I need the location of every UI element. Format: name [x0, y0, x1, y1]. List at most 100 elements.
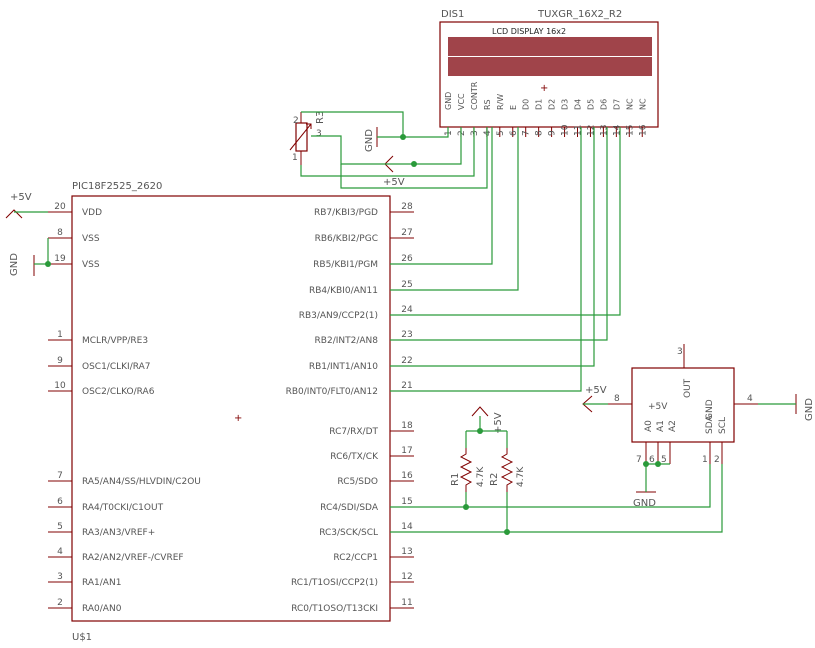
- gnd-label-sensor: GND: [804, 398, 815, 421]
- mcu-pin-number: 15: [401, 497, 412, 507]
- net-contrast: [300, 127, 475, 177]
- mcu-pin-label: RC2/CCP1: [333, 553, 378, 563]
- mcu-pin-number: 8: [57, 228, 63, 238]
- lcd-pin-label: VCC: [457, 93, 466, 110]
- mcu-pin-label: RA5/AN4/SS/HLVDIN/C2OU: [82, 477, 201, 487]
- sensor-pin2-num: 2: [714, 455, 720, 465]
- mcu-pin-number: 14: [401, 522, 413, 532]
- lcd-pin-number: 16: [638, 124, 648, 136]
- mcu-pin-label: RA2/AN2/VREF-/CVREF: [82, 553, 184, 563]
- mcu-pin-number: 1: [57, 330, 63, 340]
- mcu-pin-label: RB6/KBI2/PGC: [315, 234, 378, 244]
- lcd-origin-cross: +: [540, 83, 548, 94]
- r1-value: 4.7K: [476, 466, 486, 487]
- lcd-pin-number: 2: [457, 130, 467, 136]
- lcd-pin-label: R/W: [496, 94, 505, 110]
- mcu-pin-label: RC4/SDI/SDA: [320, 503, 379, 513]
- mcu-pin-label: VSS: [82, 260, 100, 270]
- sensor-pin6-num: 6: [649, 455, 655, 465]
- mcu-left-pins: 20VDD8VSS19VSS1MCLR/VPP/RE39OSC1/CLKI/RA…: [48, 202, 201, 614]
- sensor-pin8-num: 8: [614, 394, 620, 404]
- sensor-a0-label: A0: [644, 420, 654, 432]
- lcd-pin-number: 9: [548, 130, 558, 136]
- lcd-title: LCD DISPLAY 16x2: [492, 27, 566, 36]
- lcd-pin-label: NC: [638, 98, 647, 110]
- potentiometer-r3: R3 2 3 1: [289, 111, 326, 165]
- gnd-label-mcu: GND: [9, 253, 20, 276]
- mcu-right-pins: 28RB7/KBI3/PGD27RB6/KBI2/PGC26RB5/KBI1/P…: [286, 202, 414, 614]
- lcd-pin-number: 6: [509, 130, 519, 136]
- mcu-pin-label: RB2/INT2/AN8: [315, 336, 379, 346]
- lcd-pin-label: NC: [625, 98, 634, 110]
- net-lcd-vcc: [385, 127, 462, 165]
- lcd-pin-number: 8: [535, 130, 545, 136]
- mcu-pin-label: RB5/KBI1/PGM: [313, 260, 378, 270]
- sensor-gnd-label: GND: [705, 399, 715, 420]
- net-lcd-gnd: [377, 127, 449, 138]
- vcc-label-mcu: +5V: [10, 192, 32, 203]
- sensor-pin1-num: 1: [702, 455, 708, 465]
- mcu-ref: U$1: [72, 632, 92, 643]
- pot-arrow-head: [306, 123, 312, 129]
- vcc-arrow-mcu: [5, 209, 23, 219]
- mcu-pin-number: 6: [57, 497, 63, 507]
- junction-sda: [463, 504, 469, 510]
- net-rb5-e: [390, 127, 493, 265]
- mcu-pin-label: RC5/SDO: [337, 477, 378, 487]
- junction-a0: [643, 461, 649, 467]
- mcu-pin-number: 19: [54, 254, 66, 264]
- net-scl: [390, 464, 723, 533]
- mcu-pin-label: RB1/INT1/AN10: [309, 362, 378, 372]
- lcd-pin-label: D6: [599, 99, 608, 110]
- lcd-pin-number: 10: [561, 124, 571, 136]
- r2-ref: R2: [489, 473, 500, 486]
- net-pot-pin3: [311, 135, 385, 165]
- sensor-pin4-num: 4: [747, 394, 753, 404]
- sensor-sda-label: SDA: [705, 415, 715, 434]
- sensor-scl-label: SCL: [718, 417, 728, 434]
- lcd-value: TUXGR_16X2_R2: [537, 9, 622, 20]
- lcd-pin-label: D0: [522, 99, 531, 110]
- net-rb2-d6: [390, 127, 608, 341]
- lcd-body: [439, 21, 659, 128]
- sensor-vcc-label: +5V: [648, 402, 668, 412]
- mcu-pin-label: RC7/RX/DT: [329, 427, 378, 437]
- net-rb3-d7: [390, 127, 621, 316]
- sensor-pin3-num: 3: [677, 347, 683, 357]
- mcu-pin-label: OSC1/CLKI/RA7: [82, 362, 151, 372]
- mcu-pin-number: 13: [401, 547, 412, 557]
- mcu-pin-label: VSS: [82, 234, 100, 244]
- pot-wiper-arrow: [289, 123, 312, 151]
- sensor-body: [631, 367, 735, 443]
- lcd-row-2: [448, 57, 652, 76]
- gnd-label-address: GND: [633, 498, 656, 509]
- net-rb1-d5: [390, 127, 595, 367]
- junction-scl: [504, 529, 510, 535]
- net-lcd-rs-loop: [340, 127, 488, 189]
- mcu-pin-number: 20: [54, 202, 66, 212]
- lcd-pin-number: 5: [496, 130, 506, 136]
- lcd-pin-number: 12: [586, 125, 596, 136]
- mcu-pin-number: 12: [401, 572, 412, 582]
- mcu-pin-number: 18: [401, 421, 413, 431]
- mcu-pin-number: 5: [57, 522, 63, 532]
- sensor-a2-label: A2: [668, 420, 678, 432]
- mcu-pin-label: VDD: [82, 208, 102, 218]
- mcu-pin-label: RB0/INT0/FLT0/AN12: [286, 387, 378, 397]
- mcu-pin-number: 4: [57, 547, 63, 557]
- pot-pin2: 2: [293, 116, 299, 126]
- nets: [14, 111, 796, 535]
- pot-pin1: 1: [292, 153, 298, 163]
- mcu-pin-number: 7: [57, 471, 63, 481]
- lcd-pin-label: D3: [561, 99, 570, 110]
- mcu-pin-label: RC0/T1OSO/T13CKI: [291, 604, 378, 614]
- sensor-pin7-num: 7: [636, 455, 642, 465]
- sensor-a1-label: A1: [656, 420, 666, 432]
- junction-pullup: [477, 428, 483, 434]
- sensor-chip: +5V OUT GND A0 A1 A2 SDA SCL 3 8 4 7 6 5…: [608, 344, 758, 465]
- mcu-pin-number: 16: [401, 471, 413, 481]
- lcd-pin-label: D5: [586, 99, 595, 110]
- sensor-out-label: OUT: [683, 378, 693, 398]
- mcu-pin-label: RA4/T0CKI/C1OUT: [82, 503, 164, 513]
